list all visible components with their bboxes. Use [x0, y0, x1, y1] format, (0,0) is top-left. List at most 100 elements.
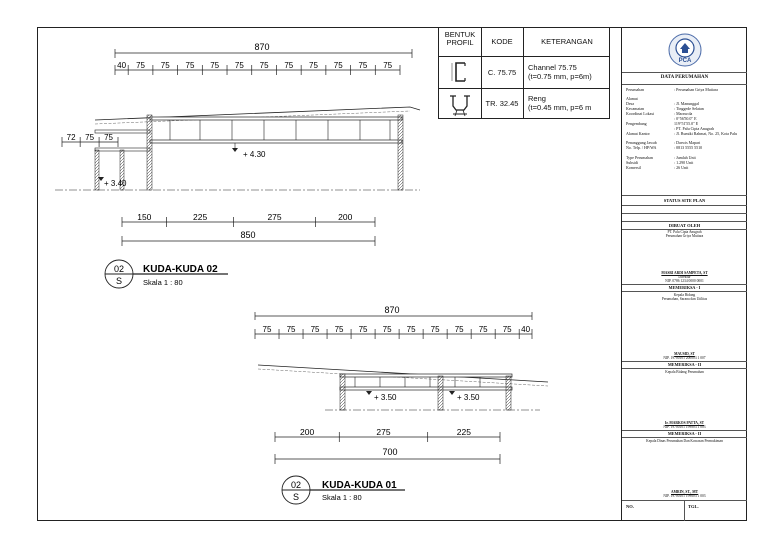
truss02-bottom-total: 850 [240, 230, 255, 240]
field-key-9: Penanggung Jawab [626, 140, 657, 145]
truss02-top-seg-label-7: 75 [284, 61, 293, 70]
truss01-top-seg-label-2: 75 [311, 325, 320, 334]
field-key-13: Komersil [626, 165, 641, 170]
memeriksa2b-role: Kepala Dinas Perumahan Dan Kawasan Permu… [646, 439, 723, 443]
truss02-bottom-seg-label-3: 200 [338, 212, 352, 222]
legend-row1-code: C. 75.75 [487, 68, 517, 77]
truss02-scale: Skala 1 : 80 [143, 278, 183, 287]
legend-row1-desc2: (t=0.75 mm, p=6m) [528, 72, 592, 81]
truss01-bottom-total: 700 [382, 447, 397, 457]
truss01-bottom-seg-label-1: 275 [376, 427, 390, 437]
truss02-top-seg-label-6: 75 [260, 61, 269, 70]
truss01-elev-right: + 3.50 [457, 393, 480, 402]
sign1-nip: NIP. 0786 1234 0000 0001 [665, 279, 704, 283]
field-value-12: : 1.290 Unit [674, 160, 694, 165]
sign3-nip: NIP. 19700101 199803 1 003 [663, 425, 706, 429]
memeriksa1-dept: Perumahan, Sarana dan Utilitas [661, 297, 708, 301]
truss01-top-seg-label-7: 75 [431, 325, 440, 334]
field-value-0: : Perumahan Griya Mutiara [674, 87, 718, 92]
field-value-5: : 0°56'50.0" E [674, 116, 697, 121]
memeriksa2a-role: Kepala Bidang Perumahan [665, 370, 704, 374]
truss01-top-seg-label-9: 75 [479, 325, 488, 334]
truss02-bottom-seg-label-1: 225 [193, 212, 207, 222]
truss01-top-seg-label-1: 75 [287, 325, 296, 334]
truss01-top-seg-label-4: 75 [359, 325, 368, 334]
field-value-2: : Jl. Manunggal [674, 101, 699, 106]
truss01-top-seg-label-6: 75 [407, 325, 416, 334]
legend-row2-desc1: Reng [528, 94, 546, 103]
status-site-plan: STATUS SITE PLAN [663, 198, 706, 203]
memeriksa2a-label: MEMERIKSA - II [667, 362, 702, 367]
truss02-side-seg-label-2: 75 [104, 133, 113, 142]
truss02-top-seg-label-8: 75 [309, 61, 318, 70]
truss01-top-seg-label-8: 75 [455, 325, 464, 334]
memeriksa1-label: MEMERIKSA - I [668, 285, 701, 290]
truss02-top-seg-label-3: 75 [186, 61, 195, 70]
dibuat-project: Perumahan Griya Mutiara [665, 234, 704, 238]
legend-header-code: KODE [491, 37, 513, 46]
memeriksa1-role: Kepala Bidang [673, 293, 696, 297]
truss02-top-seg-label-0: 40 [117, 61, 126, 70]
field-key-12: Subsidi [626, 160, 639, 165]
field-key-8: Alamat Kantor [626, 131, 650, 136]
truss02-bottom-seg-label-2: 275 [267, 212, 281, 222]
legend-header-desc: KETERANGAN [541, 37, 593, 46]
title-block: PCA DATA PERUMAHAN Perumahan : Perumahan … [621, 27, 747, 521]
field-key-6: Pengembang [626, 121, 647, 126]
truss01-top-seg-label-0: 75 [263, 325, 272, 334]
truss02-top-seg-label-5: 75 [235, 61, 244, 70]
sign2-nip: NIP. 19700101 200003 1 007 [663, 356, 706, 360]
truss02-side-segments: 72 75 75 [61, 133, 119, 147]
sign1-name: MASRI ARDI SAMPETA, ST [661, 271, 708, 275]
field-value-7: : PT. Palu Cipta Anugrah [674, 126, 715, 131]
truss02-top-seg-label-1: 75 [136, 61, 145, 70]
field-value-10: : 0813 5555 5510 [674, 145, 703, 150]
dibuat-company: PT. Palu Cipta Anugrah [667, 230, 702, 234]
svg-text:PCA: PCA [679, 58, 692, 64]
truss02-side-seg-label-1: 75 [85, 133, 94, 142]
truss02-top-seg-label-10: 75 [358, 61, 367, 70]
field-value-4: : Marawola [674, 111, 693, 116]
field-key-4: Koordinat Lokasi [626, 111, 655, 116]
truss01-tag-bottom: S [293, 492, 299, 502]
legend-header-profile: BENTUK PROFIL [444, 30, 476, 47]
truss01-top-seg-label-5: 75 [383, 325, 392, 334]
dibuat-oleh-label: DIBUAT OLEH [668, 223, 701, 228]
truss01-top-seg-label-3: 75 [335, 325, 344, 334]
truss02-bottom-segments: 150 225 275 200 [121, 212, 376, 227]
reng-profile-icon [450, 95, 470, 117]
memeriksa2b-label: MEMERIKSA - II [667, 431, 702, 436]
field-value-11: : Jumlah Unit [674, 155, 696, 160]
truss02-top-seg-label-11: 75 [383, 61, 392, 70]
truss01-scale: Skala 1 : 80 [322, 493, 362, 502]
field-value-9: : Darwis Mapari [674, 140, 701, 145]
sign4-name: AMRIN, ST., MT [671, 490, 698, 494]
truss02-bottom-seg-label-0: 150 [137, 212, 151, 222]
truss01-bottom-seg-label-2: 225 [457, 427, 471, 437]
field-key-0: Perumahan [626, 87, 644, 92]
sign1-role: Direktur [678, 275, 691, 279]
truss01-elev-left: + 3.50 [374, 393, 397, 402]
field-value-13: : 26 Unit [674, 165, 689, 170]
field-value-3: : Tinggede Selatan [674, 106, 704, 111]
truss02-top-total: 870 [254, 42, 269, 52]
tgl-label: TGL. [688, 504, 699, 509]
truss01-top-seg-label-10: 75 [503, 325, 512, 334]
company-logo: PCA [668, 33, 702, 67]
truss02-title: KUDA-KUDA 02 [143, 264, 218, 275]
sign4-nip: NIP. 19700101 199603 1 003 [663, 494, 706, 498]
truss02-top-seg-label-4: 75 [210, 61, 219, 70]
sign2-name: MAUSID, ST [674, 352, 695, 356]
truss01-tag-top: 02 [291, 480, 301, 490]
data-perumahan-title: DATA PERUMAHAN [660, 75, 709, 80]
sign3-name: Ir. MARKOS PATTA, ST [664, 421, 705, 425]
drawing-sheet [37, 27, 747, 521]
legend-row1-desc1: Channel 75.75 [528, 63, 577, 72]
truss01-top-total: 870 [384, 305, 399, 315]
field-key-2: Desa [626, 101, 634, 106]
truss02-side-seg-label-0: 72 [67, 133, 76, 142]
